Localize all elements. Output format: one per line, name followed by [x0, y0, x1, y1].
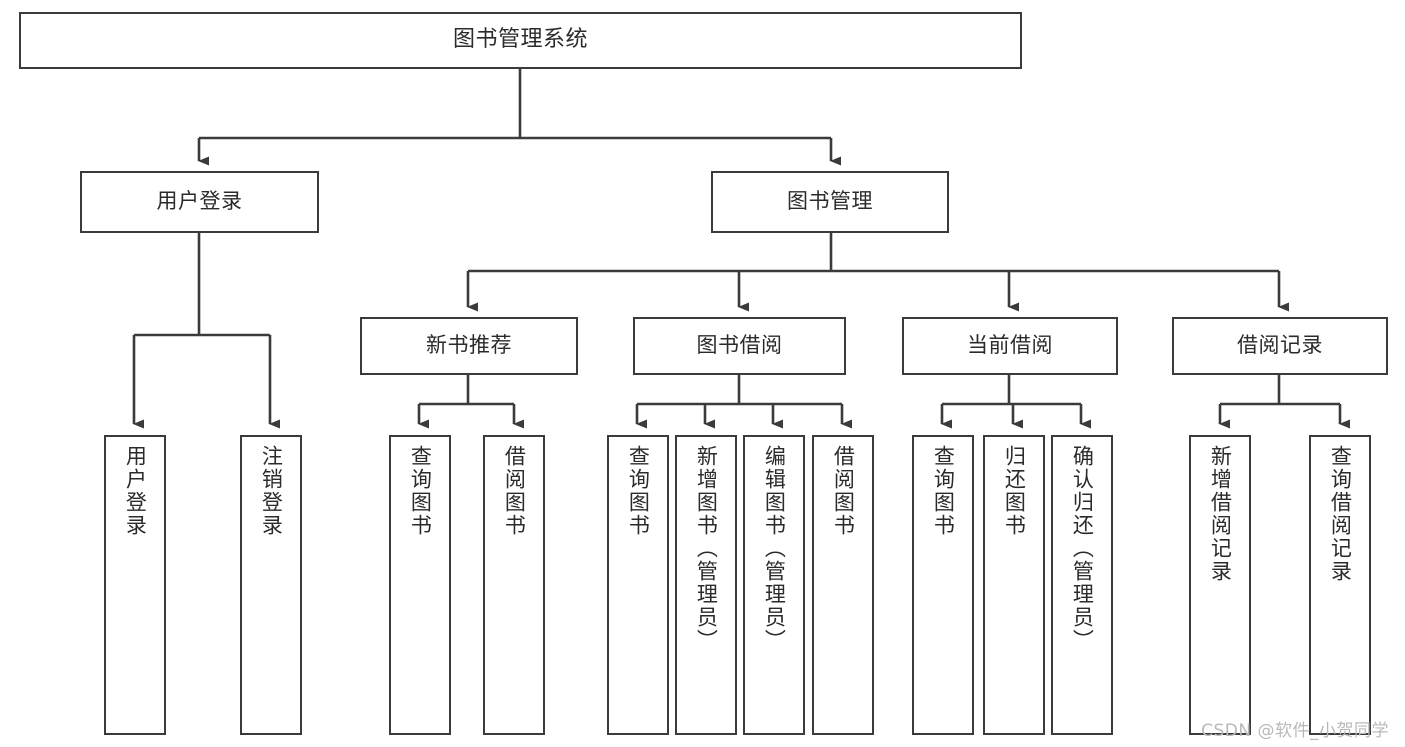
csdn-watermark: CSDN @软件_小贺同学: [1201, 721, 1389, 741]
leaf-query-borrowing-record[interactable]: 查询借阅记录: [1309, 435, 1371, 735]
leaf-borrow-book-borrowing[interactable]: 借阅图书: [812, 435, 874, 735]
leaf-label: 查询图书: [931, 445, 956, 537]
leaf-logout-login[interactable]: 注销登录: [240, 435, 302, 735]
node-label: 图书管理系统: [452, 27, 588, 53]
leaf-edit-book-admin[interactable]: 编辑图书（管理员）: [743, 435, 805, 735]
node-label: 借阅记录: [1237, 333, 1323, 358]
leaf-label: 确认归还（管理员）: [1070, 445, 1095, 652]
leaf-query-book-recommendation[interactable]: 查询图书: [389, 435, 451, 735]
leaf-borrow-book-recommendation[interactable]: 借阅图书: [483, 435, 545, 735]
leaf-label: 新增借阅记录: [1208, 445, 1233, 583]
leaf-label: 归还图书: [1002, 445, 1027, 537]
leaf-confirm-return-admin[interactable]: 确认归还（管理员）: [1051, 435, 1113, 735]
node-book-management[interactable]: 图书管理: [711, 171, 949, 233]
node-new-book-recommendation[interactable]: 新书推荐: [360, 317, 578, 375]
leaf-return-book[interactable]: 归还图书: [983, 435, 1045, 735]
node-book-borrowing[interactable]: 图书借阅: [633, 317, 846, 375]
node-label: 当前借阅: [967, 333, 1053, 358]
leaf-label: 查询图书: [626, 445, 651, 537]
node-label: 新书推荐: [426, 333, 512, 358]
leaf-label: 注销登录: [259, 445, 284, 537]
leaf-label: 编辑图书（管理员）: [762, 445, 787, 652]
leaf-label: 查询借阅记录: [1328, 445, 1353, 583]
leaf-label: 借阅图书: [502, 445, 527, 537]
node-label: 用户登录: [156, 189, 243, 214]
node-label: 图书管理: [787, 189, 873, 214]
node-borrowing-record[interactable]: 借阅记录: [1172, 317, 1388, 375]
node-current-borrowing[interactable]: 当前借阅: [902, 317, 1118, 375]
leaf-query-book-current[interactable]: 查询图书: [912, 435, 974, 735]
leaf-label: 新增图书（管理员）: [694, 445, 719, 652]
node-book-management-system[interactable]: 图书管理系统: [19, 12, 1022, 69]
leaf-add-book-admin[interactable]: 新增图书（管理员）: [675, 435, 737, 735]
leaf-label: 查询图书: [408, 445, 433, 537]
node-label: 图书借阅: [696, 333, 783, 358]
leaf-label: 用户登录: [123, 445, 148, 537]
leaf-add-borrowing-record[interactable]: 新增借阅记录: [1189, 435, 1251, 735]
node-user-login[interactable]: 用户登录: [80, 171, 319, 233]
leaf-label: 借阅图书: [831, 445, 856, 537]
leaf-user-login[interactable]: 用户登录: [104, 435, 166, 735]
leaf-query-book-borrowing[interactable]: 查询图书: [607, 435, 669, 735]
